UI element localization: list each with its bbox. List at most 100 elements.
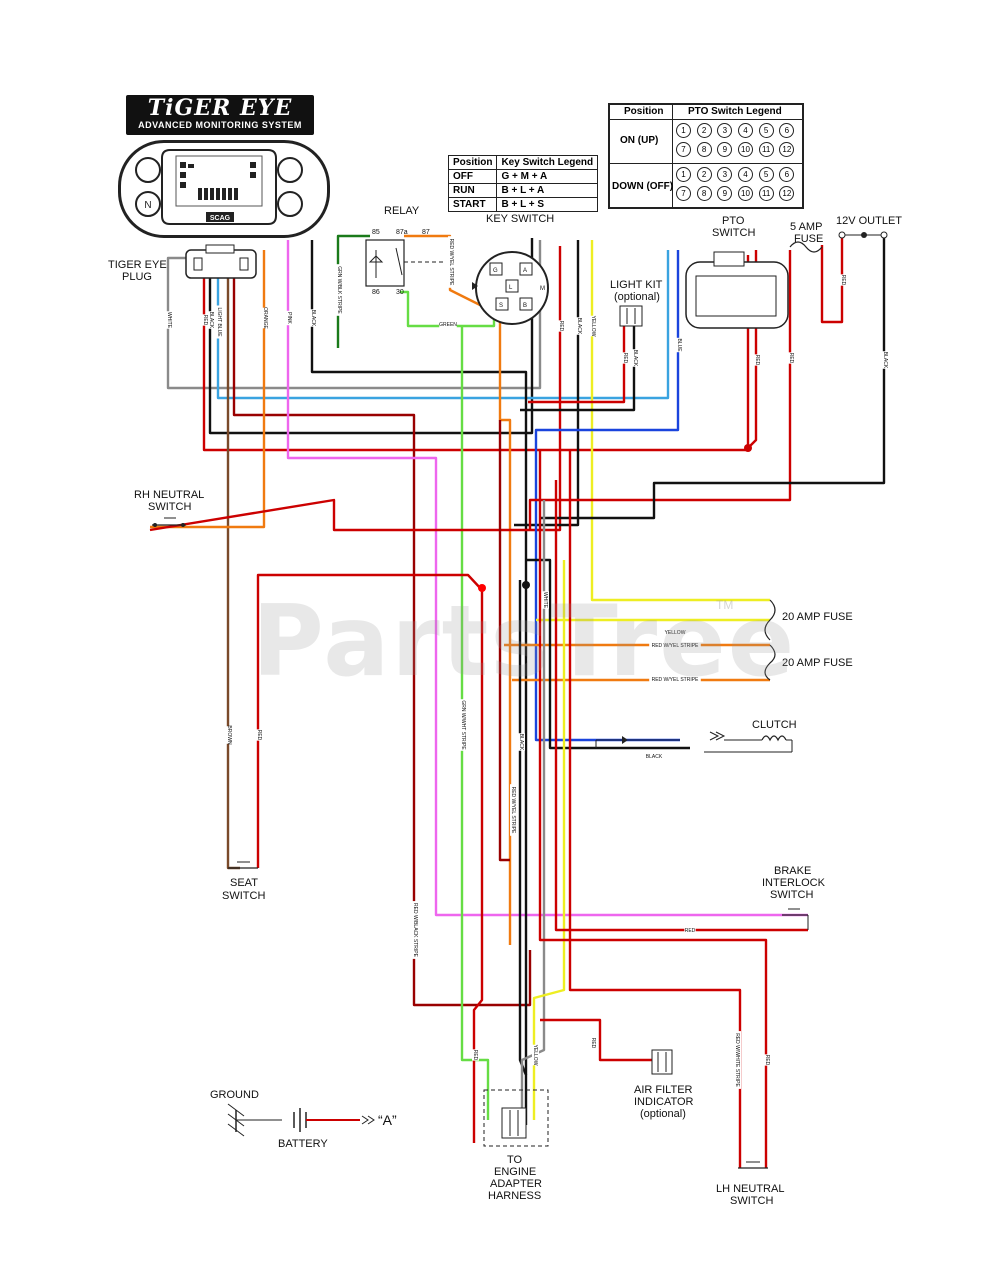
wire-black — [526, 558, 690, 750]
wire-label: BLACK — [576, 318, 582, 335]
wire-label-bg — [664, 629, 686, 636]
wire-label: BLACK — [632, 350, 638, 367]
engine-adapter-connector — [483, 1089, 549, 1147]
wire-label: LIGHT BLUE — [216, 307, 222, 337]
wire-label-bg — [412, 901, 419, 959]
wire-label: RED — [622, 353, 628, 364]
monitor-brand: SCAG — [210, 215, 231, 222]
wire-label: YELLOW — [532, 1045, 538, 1066]
label-battery: BATTERY — [278, 1138, 328, 1150]
key-legend-val: G + M + A — [496, 169, 599, 184]
key-legend-header-position: Position — [447, 155, 498, 170]
key-pin-g: G — [493, 268, 498, 274]
key-pin-b: B — [523, 303, 527, 309]
pto-pin: 5 — [758, 123, 774, 138]
wire-pink — [286, 240, 808, 917]
wire-black — [540, 235, 886, 520]
pto-pin: 7 — [676, 186, 691, 201]
tiger-eye-monitor: SCAG N — [118, 140, 330, 238]
wire-label: RED W/YEL STRIPE — [510, 787, 516, 834]
key-legend-pos: OFF — [447, 169, 498, 184]
wire-label-bg — [256, 729, 263, 741]
wire-label: RED W/YEL STRIPE — [652, 677, 699, 683]
light-kit-connector — [619, 305, 643, 327]
pto-pin: 10 — [737, 142, 753, 157]
brake-interlock-switch — [782, 908, 809, 930]
wire-white — [166, 240, 542, 390]
wire-label: BLACK — [882, 352, 888, 369]
wire-label-bg — [684, 927, 696, 934]
wire-label-bg — [202, 314, 209, 326]
pto-pin: 9 — [717, 142, 733, 157]
wire-label: PINK — [286, 312, 292, 324]
monitor-n-icon: N — [144, 200, 151, 211]
pto-pin: 6 — [779, 167, 795, 182]
wire-label: RED — [840, 275, 846, 286]
pto-pin: 3 — [717, 167, 733, 182]
relay-pin-86: 86 — [372, 289, 380, 296]
wire-red — [538, 450, 768, 1168]
pto-pin: 5 — [758, 167, 774, 182]
wire-label-bg — [336, 264, 343, 316]
tiger-eye-logo: TiGER EYE ADVANCED MONITORING SYSTEM — [126, 95, 314, 135]
fuse-5a-symbol — [789, 241, 823, 253]
wire-label: RED W/YEL STRIPE — [448, 239, 454, 286]
key-legend-header-legend: Key Switch Legend — [496, 155, 599, 170]
clutch-coil — [595, 731, 793, 753]
relay-pin-87: 87 — [422, 229, 430, 236]
wire-label-bg — [166, 311, 173, 329]
wire-label-bg — [448, 236, 455, 288]
tiger-eye-plug-connector — [185, 244, 257, 279]
wire-label: RED — [558, 321, 564, 332]
logo-title: TiGER EYE — [147, 95, 293, 121]
key-pin-a: A — [523, 268, 527, 274]
wire-label: RED W/WHITE STRIPE — [734, 1033, 740, 1087]
wire-label-bg — [754, 354, 761, 366]
wire-label: BLACK — [646, 754, 663, 760]
pto-pin: 8 — [696, 186, 712, 201]
wire-label-bg — [788, 352, 795, 364]
relay-pin-85: 85 — [372, 229, 380, 236]
wire-orange — [150, 250, 266, 529]
splice-red — [478, 584, 486, 592]
wire-label-bg — [764, 1054, 771, 1066]
wire-label: GRN W/BLK STRIPE — [336, 266, 342, 314]
wire-label-bg — [576, 317, 583, 335]
wire-red-w-black-stripe — [232, 262, 532, 1007]
wire-red — [528, 250, 792, 530]
pto-pin: 4 — [737, 167, 753, 182]
wire-label: BLACK — [518, 734, 524, 751]
pto-pin: 4 — [737, 123, 753, 138]
pto-switch-legend: Position PTO Switch Legend ON (UP) DOWN … — [608, 103, 804, 209]
wire-label-bg — [262, 307, 269, 329]
key-pin-l: L — [509, 285, 513, 291]
label-point-a: “A” — [378, 1112, 397, 1128]
relay — [365, 239, 445, 287]
pto-off-pins: 1 2 3 4 5 6 7 8 9 10 11 12 — [676, 167, 800, 201]
wire-label: RED — [472, 1050, 478, 1061]
wire-label-bg — [216, 305, 223, 339]
wire-label-bg — [590, 315, 597, 337]
wire-label-bg — [882, 351, 889, 369]
wire-label-bg — [734, 1031, 741, 1089]
wire-red — [472, 590, 484, 1143]
pto-legend-header-legend: PTO Switch Legend — [688, 106, 782, 117]
wire-label-bg — [676, 337, 683, 353]
wire-label-bg — [622, 352, 629, 364]
pto-pin: 6 — [779, 123, 795, 138]
pto-pin: 12 — [779, 142, 795, 157]
pto-pin: 11 — [758, 142, 774, 157]
wire-label: RED — [590, 1038, 596, 1049]
watermark: PartsTree — [252, 585, 797, 699]
pto-on-pins: 1 2 3 4 5 6 7 8 9 10 11 12 — [676, 123, 800, 157]
pto-pin: 2 — [696, 167, 712, 182]
wire-label: GREEN — [439, 322, 457, 328]
wire-label: GRN W/WHT STRIPE — [460, 700, 466, 750]
pto-on-label: ON (UP) — [620, 135, 659, 146]
